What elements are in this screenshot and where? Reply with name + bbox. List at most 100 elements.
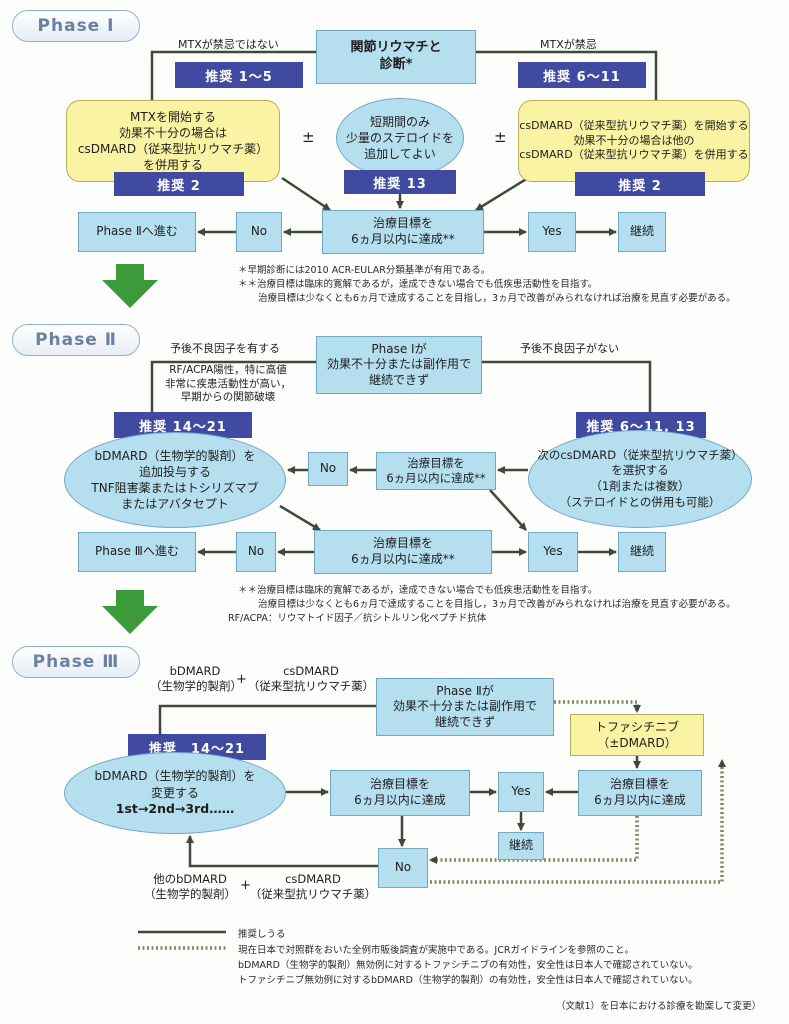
phase3-continue-box: 継続 xyxy=(498,832,544,860)
phase3-top-csdmard: csDMARD （従来型抗リウマチ薬） xyxy=(246,664,376,694)
p3g-line2: 6ヵ月以内に達成 xyxy=(354,793,446,807)
legend-dotted-line1: 現在日本で対照群をおいた全例市販後調査が実施中である。JCRガイドラインを参照の… xyxy=(238,945,634,956)
p2top-line1: Phase Ⅰが xyxy=(371,341,427,356)
chg-line1: bDMARD（生物学的製剤）を xyxy=(94,769,256,784)
phase3-change-ellipse: bDMARD（生物学的製剤）を 変更する 1st→2nd→3rd…… xyxy=(64,752,286,834)
p3tcs-line1: csDMARD xyxy=(283,664,339,678)
phase1-rec-left: 推奨 1～5 xyxy=(175,62,303,88)
p2g1-line2: 6ヵ月以内に達成** xyxy=(386,471,486,485)
dotted-connector-29 xyxy=(554,700,641,713)
p3top-line2: 効果不十分または副作用で xyxy=(392,699,537,714)
phase1-note1: ＊早期診断には2010 ACR-EULAR分類基準が有用である。 xyxy=(238,265,491,276)
mtx-line4: を併用する xyxy=(142,158,203,173)
p3top-line3: 継続できず xyxy=(434,714,495,729)
cs2-line2: を選択する xyxy=(611,463,669,478)
phase1-left-condition: MTXが禁忌ではない xyxy=(178,38,279,51)
connector-1 xyxy=(150,50,316,100)
legend-source: （文献1）を日本における診療を勘案して変更） xyxy=(556,1001,762,1012)
phase1-note2: ＊＊治療目標は臨床的寛解であるが，達成できない場合でも低疾患活動性を目指す。 xyxy=(238,279,598,290)
connector-2 xyxy=(476,50,658,100)
dotted-connector-30 xyxy=(429,816,639,864)
legend-solid-label: 推奨しうる xyxy=(238,929,286,940)
phase3-goal-box: 治療目標を 6ヵ月以内に達成 xyxy=(330,770,470,816)
p3gr-line1: 治療目標を xyxy=(609,777,670,792)
phase3-bottom-csdmard: csDMARD （従来型抗リウマチ薬） xyxy=(248,872,378,902)
p3bcs-line1: csDMARD xyxy=(285,872,341,886)
phase3-tofa-box: トファシチニブ （±DMARD） xyxy=(570,714,704,756)
chg-line3: 1st→2nd→3rd…… xyxy=(115,800,235,816)
phase3-bottom-bdmard: 他のbDMARD （生物学的製剤） xyxy=(140,872,240,902)
bd-line2: 追加投与する xyxy=(138,464,211,479)
cs2-line4: （ステロイドとの併用も可能） xyxy=(559,494,721,509)
phase-transition-arrow xyxy=(102,590,158,634)
connector-28 xyxy=(186,835,378,868)
p2g2-line1: 治療目標を xyxy=(372,536,433,551)
phase2-next-box: Phase Ⅲへ進む xyxy=(78,532,196,572)
steroid-line1: 短期間のみ xyxy=(369,114,430,129)
mtx-line2: 効果不十分の場合は xyxy=(118,125,227,140)
p3g-line1: 治療目標を xyxy=(369,777,430,792)
csd-line2: 効果不十分の場合は他の xyxy=(573,133,695,147)
phase1-right-condition: MTXが禁忌 xyxy=(540,38,597,51)
mtx-line3: csDMARD（従来型抗リウマチ薬） xyxy=(77,142,269,156)
phase2-factors: RF/ACPA陽性，特に高値 非常に疾患活動性が高い， 早期からの関節破壊 xyxy=(148,364,308,405)
connector-15 xyxy=(279,504,321,532)
phase3-goal-right: 治療目標を 6ヵ月以内に達成 xyxy=(578,770,702,816)
tofa-line2: （±DMARD） xyxy=(597,736,677,750)
goal1-line1: 治療目標を xyxy=(372,216,433,231)
connector-3 xyxy=(281,176,331,212)
goal1-line2: 6ヵ月以内に達成** xyxy=(351,232,455,246)
phase3-top-box: Phase Ⅱが 効果不十分または副作用で 継続できず xyxy=(376,678,554,736)
p3tbd-line2: （生物学的製剤） xyxy=(150,678,242,693)
phase1-next-box: Phase Ⅱへ進む xyxy=(78,212,196,252)
p3tcs-line2: （従来型抗リウマチ薬） xyxy=(247,678,375,693)
phase1-rec-right: 推奨 6～11 xyxy=(518,62,646,88)
phase3-yes-box: Yes xyxy=(498,772,544,812)
phase3-top-plus: + xyxy=(236,672,247,687)
p3bbd-line1: 他のbDMARD xyxy=(153,872,227,886)
phase2-title: Phase Ⅱ xyxy=(12,324,140,356)
phase1-csdmard-box: csDMARD（従来型抗リウマチ薬）を開始する 効果不十分の場合は他の csDM… xyxy=(518,100,750,182)
legend-dotted-line3: トファシチニブ無効例に対するbDMARD（生物学的製剤）の有効性，安全性は日本人… xyxy=(238,975,698,986)
phase2-note2: 治療目標は少なくとも6ヵ月で達成することを目指し，3ヵ月で改善がみられなければ治… xyxy=(258,599,736,610)
phase3-top-bdmard: bDMARD （生物学的製剤） xyxy=(150,664,242,694)
connector-21 xyxy=(158,704,376,734)
factor-line1: RF/ACPA陽性，特に高値 xyxy=(169,364,287,376)
p2g2-line2: 6ヵ月以内に達成** xyxy=(351,552,455,566)
cs2-line1: 次のcsDMARD（従来型抗リウマチ薬） xyxy=(537,447,743,462)
phase3-no-box: No xyxy=(378,848,428,888)
phase1-diagnosis-box: 関節リウマチと 診断* xyxy=(316,30,476,84)
phase2-goal-upper: 治療目標を 6ヵ月以内に達成** xyxy=(376,452,496,490)
phase1-note3: 治療目標は少なくとも6ヵ月で達成することを目指し，3ヵ月で改善がみられなければ治… xyxy=(258,293,736,304)
csd-line1: csDMARD（従来型抗リウマチ薬）を開始する xyxy=(519,118,749,132)
factor-line2: 非常に疾患活動性が高い， xyxy=(165,377,291,390)
mtx-line1: MTXを開始する xyxy=(130,109,216,124)
chg-line2: 変更する xyxy=(150,785,199,800)
connector-5 xyxy=(475,176,529,212)
phase3-bottom-plus: + xyxy=(240,878,251,893)
connector-10 xyxy=(150,360,316,412)
phase1-steroid-ellipse: 短期間のみ 少量のステロイドを 追加してよい xyxy=(336,98,464,178)
phase-transition-arrow xyxy=(102,264,158,308)
steroid-line3: 追加してよい xyxy=(364,147,436,162)
phase2-right-condition: 予後不良因子がない xyxy=(520,342,619,355)
phase2-left-condition: 予後不良因子を有する xyxy=(170,342,280,355)
connector-11 xyxy=(482,360,652,412)
csd-line3: csDMARD（従来型抗リウマチ薬）を併用する xyxy=(519,148,749,162)
phase1-mtx-rec: 推奨 2 xyxy=(114,172,244,196)
plus-minus-right: ± xyxy=(494,128,507,146)
phase1-mtx-box: MTXを開始する 効果不十分の場合は csDMARD（従来型抗リウマチ薬） を併… xyxy=(66,100,280,182)
tofa-line1: トファシチニブ xyxy=(594,719,679,734)
p3bbd-line2: （生物学的製剤） xyxy=(144,886,236,901)
phase1-goal-box: 治療目標を 6ヵ月以内に達成** xyxy=(322,210,484,254)
p2g1-line1: 治療目標を xyxy=(407,456,465,471)
p3bcs-line2: （従来型抗リウマチ薬） xyxy=(249,886,377,901)
phase2-bdmard-ellipse: bDMARD（生物学的製剤）を 追加投与する TNF阻害薬またはトシリズマブ ま… xyxy=(64,432,286,528)
p3gr-line2: 6ヵ月以内に達成 xyxy=(594,793,686,807)
factor-line3: 早期からの関節破壊 xyxy=(180,391,276,404)
p3tbd-line1: bDMARD xyxy=(169,664,221,678)
phase2-top-box: Phase Ⅰが 効果不十分または副作用で 継続できず xyxy=(316,336,482,394)
p2top-line3: 継続できず xyxy=(368,372,429,387)
phase1-yes-box: Yes xyxy=(528,212,576,252)
steroid-line2: 少量のステロイドを xyxy=(345,130,454,145)
